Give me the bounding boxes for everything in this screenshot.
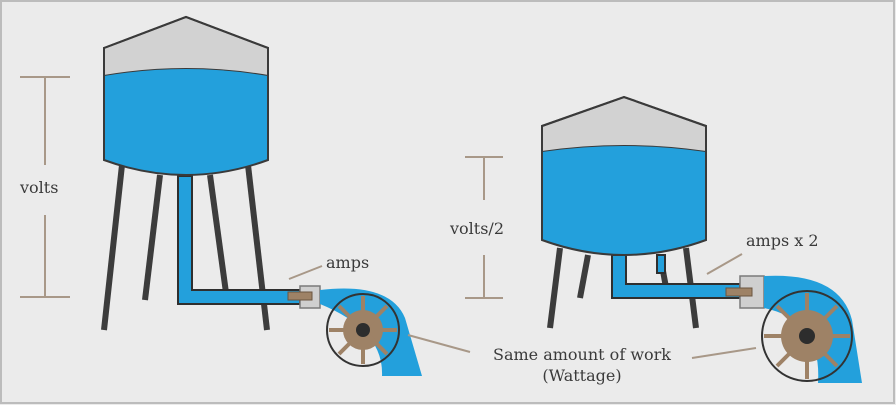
right-tank-outline: [541, 95, 707, 256]
volts-half-label: volts/2: [449, 219, 504, 238]
amps-label: amps: [326, 253, 369, 272]
left-amps-pointer: [288, 265, 323, 280]
left-water-tower: [20, 15, 422, 376]
right-amps-pointer: [706, 253, 743, 275]
left-tank-water: [104, 69, 268, 175]
work-pointers: [407, 334, 757, 359]
right-tank-water: [542, 146, 706, 255]
right-tank-roof: [541, 95, 707, 154]
left-tank-roof: [103, 15, 269, 78]
right-water-wheel: [761, 290, 853, 382]
left-volts-measure: [20, 76, 70, 298]
right-pipe: [611, 254, 741, 299]
volts-label: volts: [19, 178, 58, 197]
right-water-tower: [465, 95, 862, 383]
work-label: Same amount of work: [493, 345, 671, 364]
wattage-label: (Wattage): [542, 366, 621, 385]
left-tank-outline: [103, 15, 269, 176]
left-pipe: [177, 175, 301, 305]
left-water-wheel: [326, 293, 400, 367]
amps-double-label: amps x 2: [746, 231, 819, 250]
right-volts-measure: [465, 156, 503, 299]
